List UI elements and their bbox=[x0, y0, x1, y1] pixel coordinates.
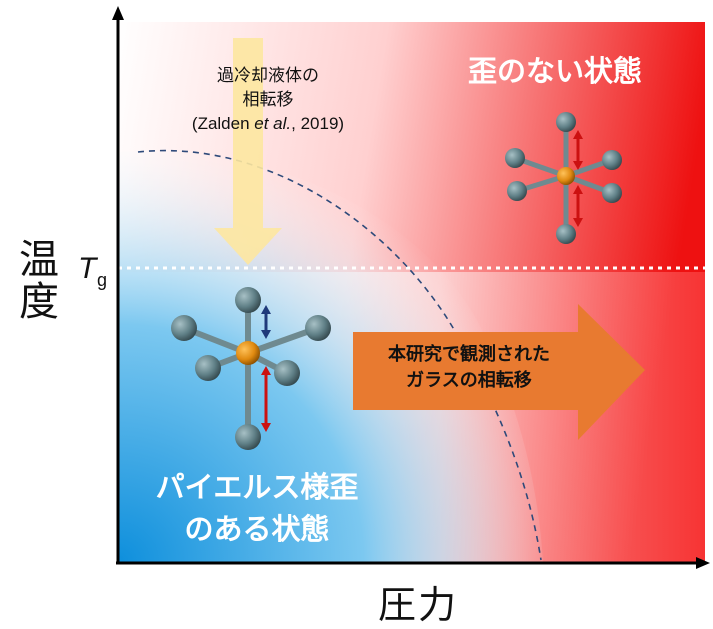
peierls-distorted-molecule bbox=[171, 287, 331, 450]
x-axis-arrowhead bbox=[696, 557, 710, 569]
tg-symbol: T bbox=[78, 252, 97, 285]
pressure-transition-arrow bbox=[353, 304, 645, 440]
x-axis-title: 圧力 bbox=[378, 583, 459, 627]
pressure-transition-label: 本研究で観測された ガラスの相転移 bbox=[360, 342, 578, 394]
supercooled-line2: 相転移 bbox=[242, 90, 294, 110]
pressure-transition-line2: ガラスの相転移 bbox=[406, 370, 532, 391]
phase-diagram-background bbox=[118, 22, 705, 562]
supercooled-line1: 過冷却液体の bbox=[217, 66, 319, 86]
y-axis-title: 温度 bbox=[12, 238, 58, 322]
supercooled-transition-label: 過冷却液体の 相転移 (Zalden et al., 2019) bbox=[128, 64, 408, 136]
peierls-state-label: パイエルス様歪 のある状態 bbox=[126, 466, 388, 550]
citation-suffix: , 2019) bbox=[291, 114, 345, 133]
diagram-canvas bbox=[112, 6, 710, 569]
pressure-transition-line1: 本研究で観測された bbox=[388, 344, 550, 365]
undistorted-molecule bbox=[505, 112, 622, 244]
citation-prefix: (Zalden bbox=[191, 114, 255, 133]
citation-et-al: et al. bbox=[254, 114, 292, 133]
citation: (Zalden et al., 2019) bbox=[128, 112, 408, 136]
peierls-label-line2: のある状態 bbox=[184, 512, 330, 546]
supercooled-transition-arrow bbox=[214, 38, 282, 265]
y-axis-arrowhead bbox=[112, 6, 124, 20]
phase-boundary-curve bbox=[137, 149, 542, 561]
peierls-label-line1: パイエルス様歪 bbox=[155, 470, 359, 504]
tg-subscript: g bbox=[97, 270, 108, 290]
undistorted-state-label: 歪のない状態 bbox=[468, 54, 643, 88]
